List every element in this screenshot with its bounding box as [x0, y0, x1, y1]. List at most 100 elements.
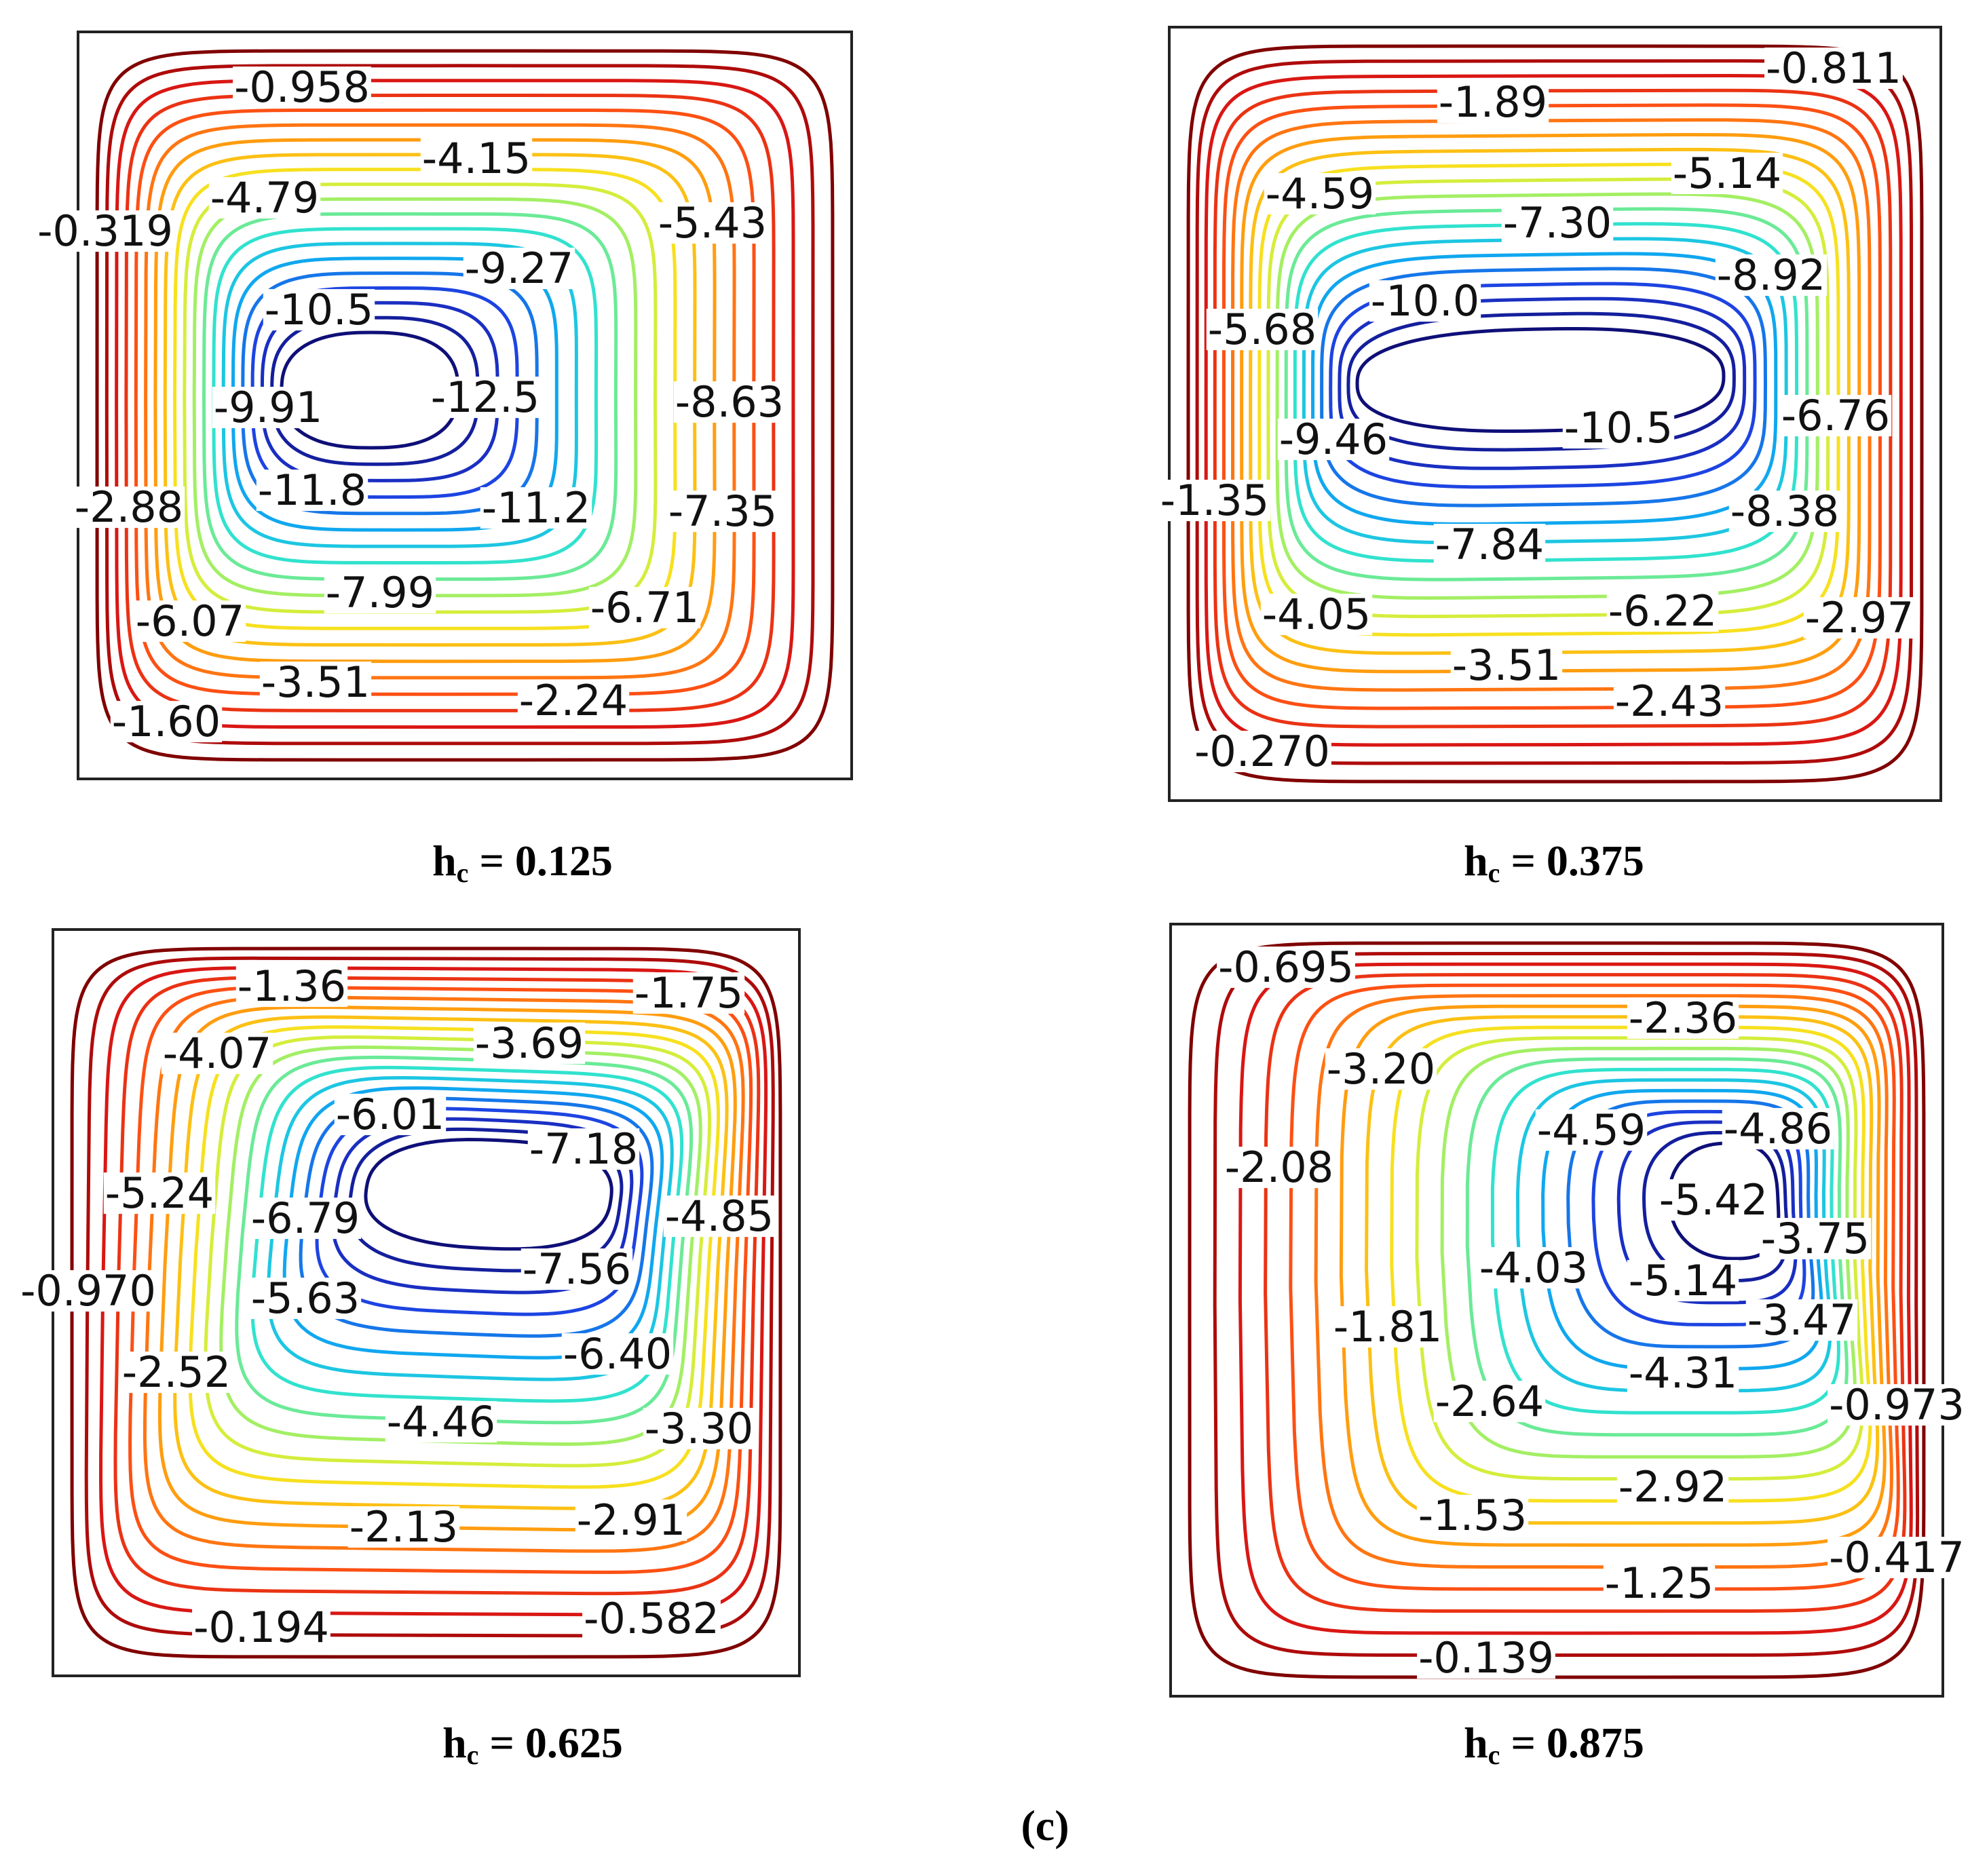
- contour-label-bg: [1417, 1637, 1555, 1679]
- contour-label-bg: [19, 1270, 157, 1312]
- contour-label-bg: [1613, 681, 1726, 723]
- contour-label-bg: [1562, 407, 1675, 449]
- contour-label-bg: [1827, 1537, 1966, 1579]
- contour-level-label: -5.42: [1659, 1175, 1768, 1225]
- contour-label-bg: [575, 1499, 687, 1542]
- contour-label-bg: [263, 289, 375, 331]
- contour-level-label: -2.36: [1629, 993, 1737, 1043]
- contour-level-label: -4.85: [665, 1191, 774, 1241]
- contour-label-bg: [663, 1195, 776, 1238]
- contour-label-bg: [463, 248, 575, 290]
- contour-label-bg: [1193, 731, 1331, 773]
- contour-line: [1188, 941, 1926, 1679]
- contour-level-label: -6.22: [1608, 586, 1717, 636]
- contour-level-label: -1.25: [1605, 1558, 1713, 1608]
- contour-level-label: -10.0: [1371, 276, 1479, 326]
- contour-level-label: -4.05: [1262, 590, 1371, 639]
- contour-label-bg: [1437, 81, 1549, 123]
- contour-line: [124, 93, 776, 712]
- contour-label-bg: [1331, 1306, 1444, 1348]
- contour-level-label: -0.417: [1829, 1533, 1965, 1582]
- contour-label-bg: [643, 1408, 755, 1450]
- contour-level-label: -6.07: [136, 596, 244, 646]
- contour-level-label: -6.01: [336, 1090, 444, 1139]
- contour-label-bg: [249, 1198, 362, 1240]
- contour-level-label: -2.08: [1225, 1143, 1333, 1192]
- contour-line: [1213, 88, 1893, 729]
- contour-level-label: -7.30: [1503, 198, 1612, 248]
- contour-line: [1515, 1078, 1832, 1393]
- contour-line: [1338, 296, 1747, 470]
- contour-line: [1221, 103, 1882, 710]
- contour-level-label: -2.91: [577, 1495, 685, 1545]
- contour-level-label: -1.81: [1333, 1302, 1442, 1352]
- contour-label-bg: [429, 377, 542, 419]
- contour-line: [1230, 118, 1872, 692]
- contour-level-label: -4.31: [1629, 1348, 1737, 1398]
- contour-line: [134, 108, 756, 696]
- contour-level-label: -3.47: [1747, 1295, 1856, 1345]
- contour-label-bg: [347, 1506, 460, 1548]
- contour-line: [1257, 162, 1840, 637]
- contour-level-label: -0.270: [1194, 727, 1330, 776]
- contour-label-bg: [582, 1598, 721, 1640]
- contour-line: [1289, 983, 1900, 1591]
- contour-level-label: -3.75: [1761, 1214, 1870, 1263]
- contour-label-bg: [212, 387, 324, 429]
- contour-label-bg: [527, 1128, 640, 1170]
- contour-label-bg: [1260, 594, 1373, 636]
- contour-level-label: -0.970: [20, 1266, 156, 1316]
- contour-level-label: -2.13: [349, 1502, 458, 1552]
- contour-label-bg: [656, 202, 769, 244]
- contour-label-bg: [1433, 524, 1546, 566]
- contour-label-bg: [235, 965, 348, 1008]
- contour-level-label: -9.46: [1279, 415, 1388, 464]
- contour-label-bg: [73, 486, 185, 529]
- contour-level-label: -7.84: [1435, 520, 1544, 569]
- contour-label-bg: [1759, 1218, 1872, 1260]
- contour-level-label: -4.79: [210, 173, 319, 223]
- contour-level-label: -2.64: [1435, 1377, 1544, 1426]
- contour-label-bg: [1764, 47, 1903, 90]
- contour-panel: -0.811-1.89-5.14-4.59-7.30-8.92-10.0-5.6…: [1158, 26, 1942, 888]
- contour-level-label: -9.27: [465, 244, 573, 293]
- contour-line: [1284, 207, 1809, 581]
- contour-label-bg: [480, 487, 592, 529]
- contour-level-label: -2.92: [1618, 1462, 1727, 1512]
- contour-line: [1465, 1057, 1849, 1437]
- contour-label-bg: [520, 1248, 633, 1290]
- contour-line: [1320, 267, 1768, 508]
- contour-level-label: -5.43: [658, 198, 767, 248]
- contour-level-label: -3.30: [645, 1404, 753, 1453]
- contour-level-label: -3.20: [1327, 1044, 1435, 1094]
- contour-label-bg: [192, 1607, 330, 1649]
- plot-frame: [1168, 26, 1942, 802]
- contour-line: [1264, 973, 1907, 1613]
- panel-caption: hc = 0.375: [1464, 837, 1644, 888]
- contour-label-bg: [1477, 1247, 1590, 1289]
- contour-level-label: -4.59: [1266, 169, 1374, 218]
- contour-line: [115, 79, 795, 729]
- contour-line: [1490, 1067, 1840, 1415]
- contour-level-label: -3.69: [475, 1018, 584, 1068]
- contour-label-bg: [1603, 1563, 1716, 1605]
- contour-line: [1238, 962, 1913, 1635]
- contour-level-label: -11.8: [258, 465, 366, 515]
- contour-line: [204, 1035, 712, 1468]
- contour-line: [1390, 1025, 1872, 1503]
- contour-label-bg: [1325, 1048, 1437, 1090]
- contour-label-bg: [1657, 1179, 1770, 1221]
- panel-caption: hc = 0.875: [1464, 1719, 1644, 1770]
- contour-level-label: -7.35: [668, 486, 777, 536]
- contour-level-label: -6.40: [563, 1329, 672, 1379]
- contour-level-label: -4.07: [163, 1029, 271, 1078]
- contour-label-bg: [208, 177, 321, 219]
- contour-level-label: -7.18: [529, 1124, 638, 1174]
- contour-level-label: -10.5: [265, 285, 373, 334]
- contour-level-label: -3.51: [1452, 640, 1561, 690]
- contour-label-bg: [334, 1094, 447, 1136]
- contour-level-label: -8.38: [1730, 486, 1839, 536]
- contour-line: [192, 197, 638, 598]
- contour-level-label: -4.15: [422, 134, 531, 183]
- contour-line: [1440, 1046, 1857, 1459]
